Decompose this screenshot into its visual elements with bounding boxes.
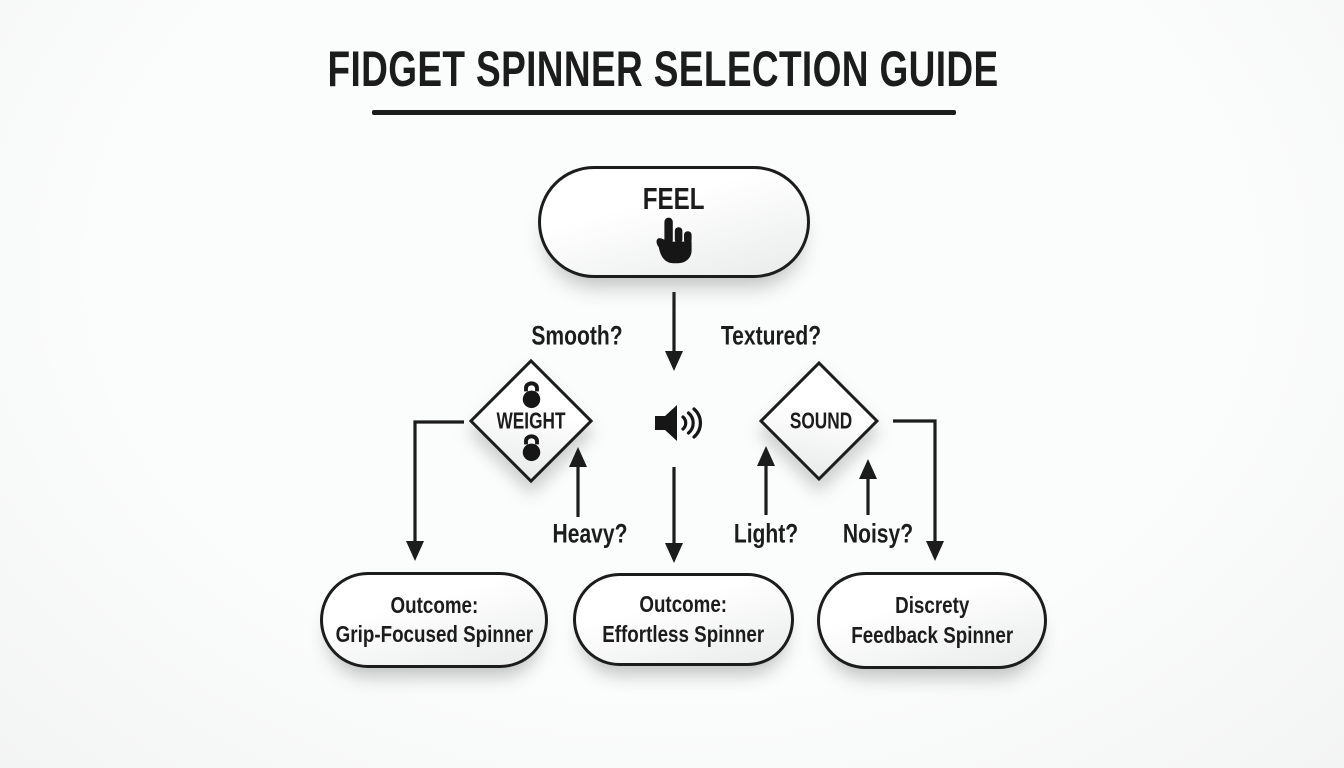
branch-label-smooth: Smooth? bbox=[531, 320, 623, 351]
outcome-effortless-line1: Outcome: bbox=[639, 591, 728, 618]
page-title: FIDGET SPINNER SELECTION GUIDE bbox=[327, 41, 999, 97]
node-sound: SOUND bbox=[779, 407, 862, 434]
node-feel: FEEL bbox=[538, 166, 810, 278]
outcome-feedback-line2: Feedback Spinner bbox=[851, 621, 1013, 648]
node-weight: WEIGHT bbox=[485, 381, 577, 462]
arrow-heavy-up bbox=[569, 447, 587, 517]
branch-label-heavy: Heavy? bbox=[552, 518, 628, 549]
connector-weight-to-grip-outcome bbox=[406, 420, 464, 561]
connector-feel-to-speaker bbox=[665, 292, 683, 371]
arrow-light-up bbox=[757, 446, 775, 515]
node-weight-label: WEIGHT bbox=[496, 407, 566, 434]
outcome-grip-line1: Outcome: bbox=[390, 591, 478, 618]
kettlebell-bottom-icon bbox=[522, 434, 540, 462]
connector-speaker-to-effortless-outcome bbox=[665, 467, 683, 563]
tap-hand-icon bbox=[656, 217, 692, 263]
branch-label-textured: Textured? bbox=[720, 320, 822, 351]
node-feel-label: FEEL bbox=[643, 180, 705, 216]
title-underline bbox=[372, 110, 956, 115]
kettlebell-top-icon bbox=[522, 381, 540, 409]
branch-label-light: Light? bbox=[733, 518, 799, 549]
arrow-noisy-up bbox=[859, 459, 877, 515]
branch-label-noisy: Noisy? bbox=[842, 518, 914, 549]
node-sound-label: SOUND bbox=[789, 407, 853, 434]
connector-sound-to-feedback-outcome bbox=[893, 419, 944, 561]
outcome-feedback-line1: Discrety bbox=[894, 592, 970, 619]
outcome-feedback: Discrety Feedback Spinner bbox=[817, 572, 1047, 669]
outcome-effortless-line2: Effortless Spinner bbox=[602, 620, 765, 647]
outcome-grip-focused: Outcome: Grip-Focused Spinner bbox=[320, 572, 548, 668]
outcome-effortless: Outcome: Effortless Spinner bbox=[573, 573, 794, 666]
speaker-icon bbox=[655, 405, 702, 441]
outcome-grip-line2: Grip-Focused Spinner bbox=[335, 621, 533, 647]
